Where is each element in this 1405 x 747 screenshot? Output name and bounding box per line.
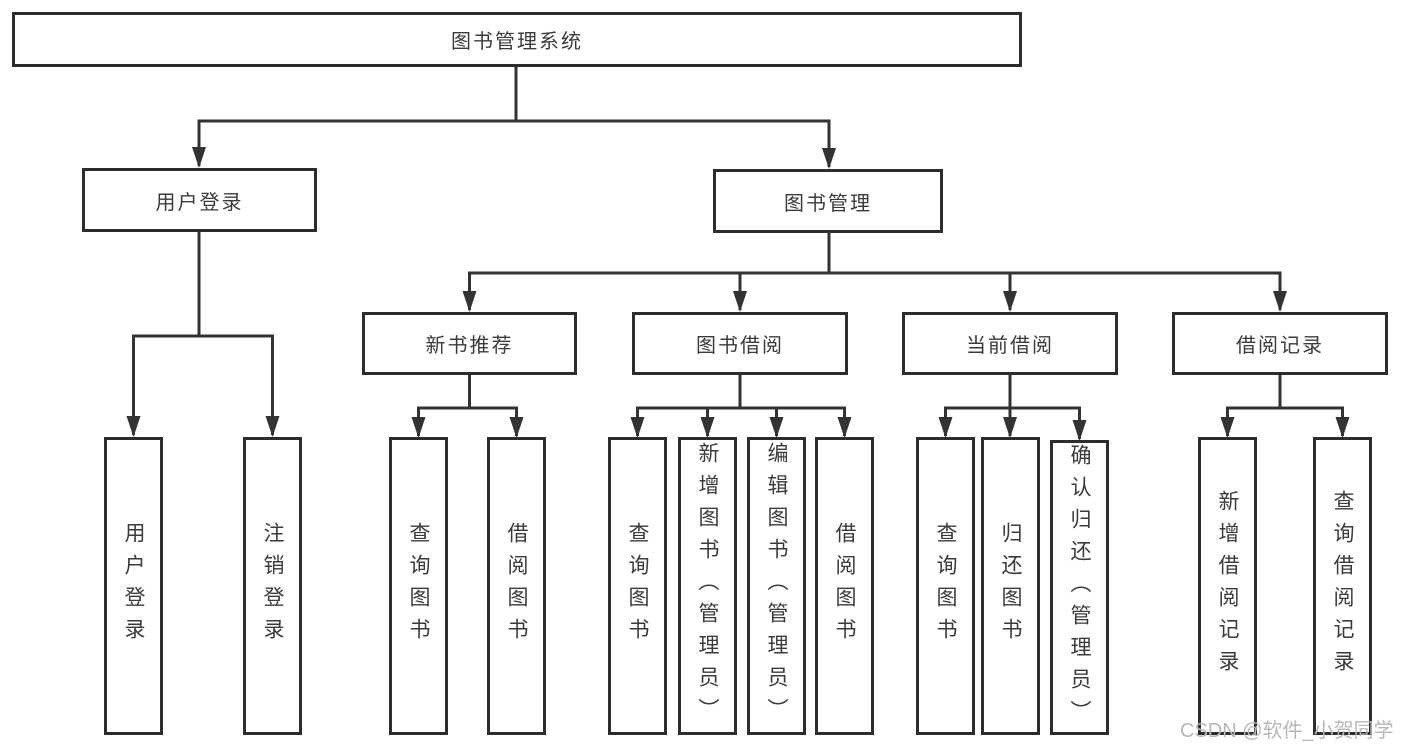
node-book-management: 图书管理 xyxy=(713,169,943,233)
leaf-logout: 注销登录 xyxy=(243,437,302,735)
leaf-label: 查询图书 xyxy=(934,522,957,650)
node-label: 用户登录 xyxy=(155,191,244,214)
leaf-query-books: 查询图书 xyxy=(608,437,667,735)
leaf-add-borrow-record: 新增借阅记录 xyxy=(1198,437,1257,735)
leaf-add-book-admin: 新增图书（管理员） xyxy=(678,437,737,735)
node-label: 图书管理 xyxy=(784,192,872,215)
node-label: 新书推荐 xyxy=(425,335,514,357)
arrowhead-icons xyxy=(126,147,1350,441)
leaf-query-books: 查询图书 xyxy=(916,437,975,735)
node-borrow-record: 借阅记录 xyxy=(1172,312,1388,375)
leaf-label: 归还图书 xyxy=(999,522,1022,650)
leaf-label: 注销登录 xyxy=(261,522,284,650)
leaf-label: 编辑图书（管理员） xyxy=(765,442,788,730)
leaf-label: 新增图书（管理员） xyxy=(696,442,719,730)
node-library-management-system: 图书管理系统 xyxy=(12,12,1022,67)
node-label: 借阅记录 xyxy=(1236,335,1324,357)
node-label: 当前借阅 xyxy=(966,335,1054,357)
leaf-label: 借阅图书 xyxy=(833,522,856,650)
node-user-login: 用户登录 xyxy=(82,168,317,232)
leaf-borrow-books: 借阅图书 xyxy=(815,437,874,735)
leaf-return-books: 归还图书 xyxy=(981,437,1040,735)
leaf-edit-book-admin: 编辑图书（管理员） xyxy=(747,437,806,735)
node-label: 图书管理系统 xyxy=(451,31,583,53)
leaf-label: 查询图书 xyxy=(407,522,430,650)
leaf-label: 用户登录 xyxy=(122,522,145,650)
leaf-query-books: 查询图书 xyxy=(389,437,448,735)
leaf-user-login: 用户登录 xyxy=(104,437,163,735)
leaf-label: 查询图书 xyxy=(626,522,649,650)
node-new-book-recommend: 新书推荐 xyxy=(362,312,577,375)
node-current-borrow: 当前借阅 xyxy=(902,312,1118,375)
node-book-borrow: 图书借阅 xyxy=(632,312,848,375)
leaf-label: 新增借阅记录 xyxy=(1216,490,1239,682)
node-label: 图书借阅 xyxy=(696,335,784,357)
leaf-query-borrow-record: 查询借阅记录 xyxy=(1313,437,1372,735)
leaf-confirm-return-admin: 确认归还（管理员） xyxy=(1050,440,1109,735)
csdn-watermark: CSDN @软件_小贺同学 xyxy=(1180,720,1394,742)
leaf-label: 确认归还（管理员） xyxy=(1068,443,1091,732)
connector-lines xyxy=(132,67,1344,439)
leaf-label: 借阅图书 xyxy=(505,522,528,650)
leaf-borrow-books: 借阅图书 xyxy=(487,437,546,735)
leaf-label: 查询借阅记录 xyxy=(1331,490,1354,682)
